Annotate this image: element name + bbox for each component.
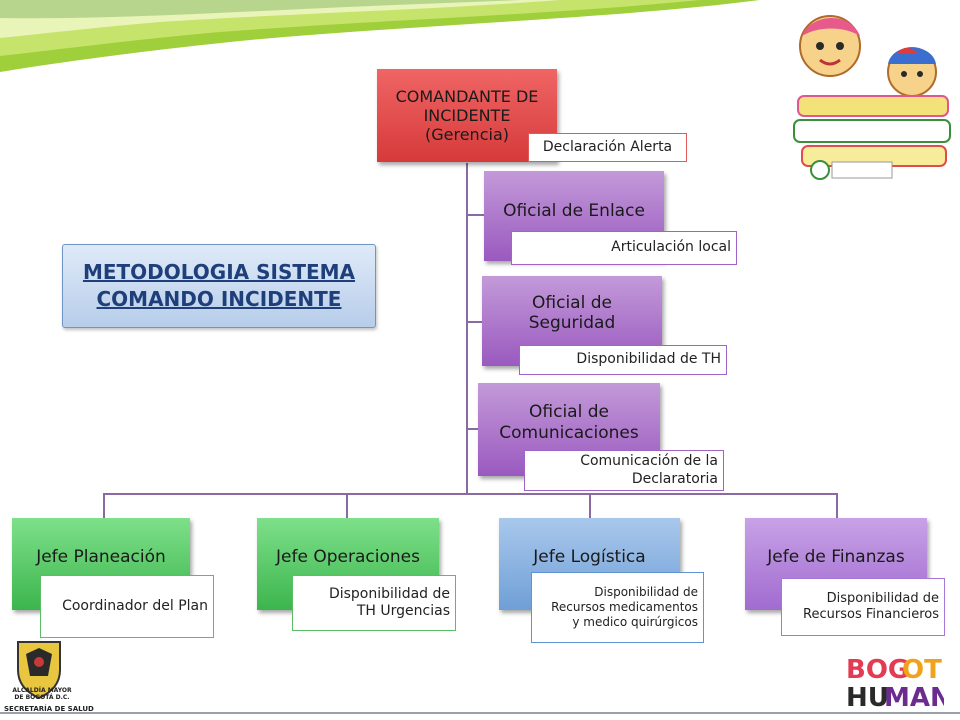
staff-note-enlace: Articulación local <box>511 231 737 265</box>
svg-text:OT: OT <box>902 655 942 685</box>
chief-note-text-logistica-2: Recursos medicamentos <box>551 600 698 614</box>
branch-comunicaciones <box>466 428 480 430</box>
chief-note-planeacion: Coordinador del Plan <box>40 575 214 638</box>
footer-rule <box>0 712 960 714</box>
svg-text:MANA: MANA <box>884 683 944 710</box>
commander-note-text: Declaración Alerta <box>542 138 673 155</box>
staff-note-text-comunicaciones-1: Comunicación de la <box>580 453 718 469</box>
branch-enlace <box>466 214 484 216</box>
chief-note-text-logistica-3: y medico quirúrgicos <box>572 615 698 629</box>
drop-finanzas <box>836 493 838 518</box>
diagram-title: METODOLOGIA SISTEMA COMANDO INCIDENTE <box>62 244 376 328</box>
campaign-logo <box>793 15 951 180</box>
svg-text:HU: HU <box>846 683 889 710</box>
secretaria-label: SECRETARÍA DE SALUD <box>4 705 94 713</box>
commander-label-3: (Gerencia) <box>425 125 509 145</box>
commander-label-2: INCIDENTE <box>423 105 511 125</box>
chief-note-text-planeacion: Coordinador del Plan <box>62 597 208 614</box>
chief-note-text-finanzas-1: Disponibilidad de <box>826 590 939 606</box>
drop-planeacion <box>103 493 105 518</box>
staff-note-text-seguridad: Disponibilidad de TH <box>576 351 721 368</box>
alcaldia-crest-icon <box>17 641 61 700</box>
chief-note-finanzas: Disponibilidad de Recursos Financieros <box>781 578 945 636</box>
staff-note-comunicaciones: Comunicación de la Declaratoria <box>524 450 724 491</box>
chief-label-operaciones: Jefe Operaciones <box>276 547 420 567</box>
staff-note-text-comunicaciones-2: Declaratoria <box>631 470 718 487</box>
chief-label-planeacion: Jefe Planeación <box>36 547 166 567</box>
chief-note-text-finanzas-2: Recursos Financieros <box>803 607 939 622</box>
spine-line <box>466 163 468 493</box>
commander-note: Declaración Alerta <box>528 133 687 162</box>
staff-label-enlace: Oficial de Enlace <box>503 200 645 221</box>
drop-operaciones <box>346 493 348 518</box>
staff-label-comunicaciones: Oficial de Comunicaciones <box>499 402 639 443</box>
title-line1: METODOLOGIA SISTEMA <box>82 260 356 284</box>
commander-label-1: COMANDANTE DE <box>395 86 539 106</box>
branch-seguridad <box>466 321 482 323</box>
chief-note-text-operaciones-2: TH Urgencias <box>356 603 450 619</box>
chiefs-bus <box>103 493 838 495</box>
chief-note-text-operaciones-1: Disponibilidad de <box>328 585 450 602</box>
commander-box: COMANDANTE DE INCIDENTE (Gerencia) <box>377 69 557 162</box>
title-line2: COMANDO INCIDENTE <box>96 287 342 311</box>
chief-note-logistica: Disponibilidad de Recursos medicamentos … <box>531 572 704 643</box>
svg-text:BOG: BOG <box>846 655 909 685</box>
staff-note-seguridad: Disponibilidad de TH <box>519 345 727 375</box>
staff-note-text-enlace: Articulación local <box>611 239 731 256</box>
staff-label-seguridad: Oficial de Seguridad <box>528 292 616 333</box>
drop-logistica <box>589 493 591 518</box>
bogota-humana-logo: BOG OT HU MANA <box>846 655 944 710</box>
chief-label-finanzas: Jefe de Finanzas <box>767 547 905 567</box>
chief-label-logistica: Jefe Logística <box>533 547 646 567</box>
header-swoosh <box>0 0 760 72</box>
chief-note-operaciones: Disponibilidad de TH Urgencias <box>292 575 456 631</box>
chief-note-text-logistica-1: Disponibilidad de <box>594 585 698 599</box>
